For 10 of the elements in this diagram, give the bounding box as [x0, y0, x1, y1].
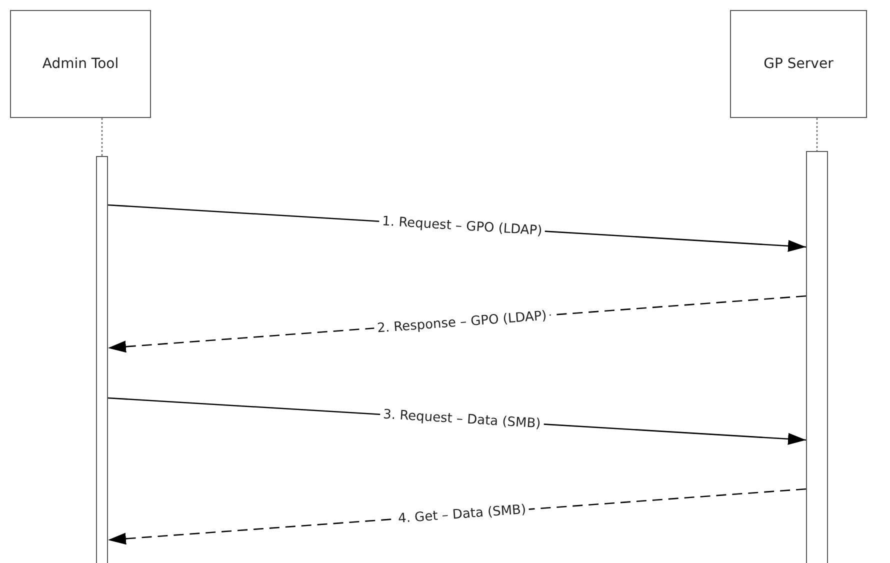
message-label: 1. Request – GPO (LDAP) — [378, 214, 546, 238]
lifeline — [101, 118, 103, 156]
lifeline-box — [730, 10, 867, 118]
message-label: 3. Request – Data (SMB) — [380, 406, 544, 432]
activation-bar — [96, 156, 108, 563]
activation-bar — [806, 151, 828, 563]
participant-name: GP Server — [764, 56, 834, 72]
lifeline — [816, 118, 818, 151]
lifeline-box — [10, 10, 151, 118]
participant-name: Admin Tool — [42, 56, 119, 72]
